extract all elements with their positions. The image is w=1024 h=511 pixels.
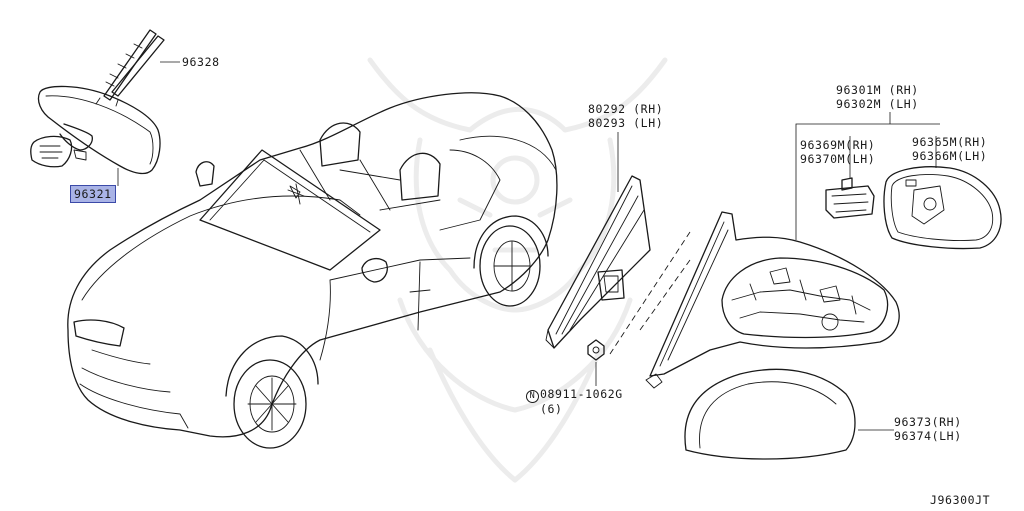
mirror-bracket-leader xyxy=(795,112,940,240)
part-number-96366m[interactable]: 96366M(LH) xyxy=(912,149,988,163)
diagram-code: J96300JT xyxy=(930,493,991,507)
mirror-actuator xyxy=(825,177,875,219)
part-number-96301m[interactable]: 96301M (RH) xyxy=(836,83,919,97)
part-number-96369m[interactable]: 96369M(RH) xyxy=(800,138,876,152)
n-symbol-icon: N xyxy=(526,390,539,403)
mirror-stay-cover xyxy=(95,29,165,107)
part-quantity-08911: (6) xyxy=(540,402,563,416)
part-number-96374[interactable]: 96374(LH) xyxy=(894,429,962,443)
door-corner-finisher xyxy=(545,175,651,349)
part-number-96373[interactable]: 96373(RH) xyxy=(894,415,962,429)
part-number-96365m[interactable]: 96365M(RH) xyxy=(912,135,988,149)
part-number-96321[interactable]: 96321 xyxy=(70,185,116,203)
part-number-08911-text: 08911-1062G xyxy=(540,387,623,401)
mirror-glass xyxy=(883,166,1002,250)
part-number-80293[interactable]: 80293 (LH) xyxy=(588,116,664,130)
mirror-cover xyxy=(684,368,856,460)
nut-icon xyxy=(587,339,605,361)
rear-view-mirror xyxy=(30,85,161,175)
highlight-96321: 96321 xyxy=(70,185,116,203)
part-number-96370m[interactable]: 96370M(LH) xyxy=(800,152,876,166)
part-number-96302m[interactable]: 96302M (LH) xyxy=(836,97,919,111)
convertible-car-outline xyxy=(67,92,558,449)
door-mirror-assembly xyxy=(645,211,900,389)
part-number-96328[interactable]: 96328 xyxy=(182,55,220,69)
part-number-80292[interactable]: 80292 (RH) xyxy=(588,102,664,116)
